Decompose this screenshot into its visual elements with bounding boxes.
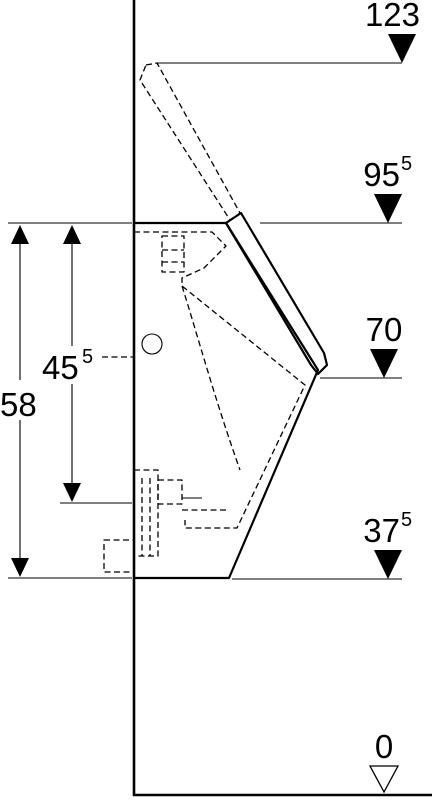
level-label-floor: 0 xyxy=(375,728,393,765)
level-marker-top: 123 xyxy=(365,0,420,63)
level-marker-lower: 37 5 xyxy=(363,509,412,579)
waste-outlet-trap xyxy=(103,469,228,573)
inner-bowl-curve-dashed xyxy=(181,285,241,471)
urinal-lid-open-dashed xyxy=(139,62,241,221)
level-label-upper: 95 xyxy=(363,156,400,193)
inner-bowl-dashed xyxy=(134,231,306,529)
urinal-body-outline xyxy=(134,221,320,580)
level-marker-floor: 0 xyxy=(368,728,400,794)
urinal-lid-closed xyxy=(224,211,329,376)
level-label-middle: 70 xyxy=(366,311,403,348)
dimension-label-inner: 45 xyxy=(42,349,79,386)
dimension-label-outer: 58 xyxy=(0,386,37,423)
level-marker-upper: 95 5 xyxy=(363,153,412,223)
level-label-upper-sup: 5 xyxy=(401,153,412,175)
level-label-lower: 37 xyxy=(363,512,400,549)
dimension-label-outer-bg xyxy=(0,380,42,420)
dimension-label-inner-sup: 5 xyxy=(82,346,93,368)
level-label-top: 123 xyxy=(365,0,420,33)
level-label-lower-sup: 5 xyxy=(401,509,412,531)
water-inlet-fitting xyxy=(161,235,185,273)
dimension-label-inner-bg xyxy=(42,346,100,384)
fixing-point xyxy=(141,333,163,355)
level-marker-middle: 70 xyxy=(366,311,403,378)
